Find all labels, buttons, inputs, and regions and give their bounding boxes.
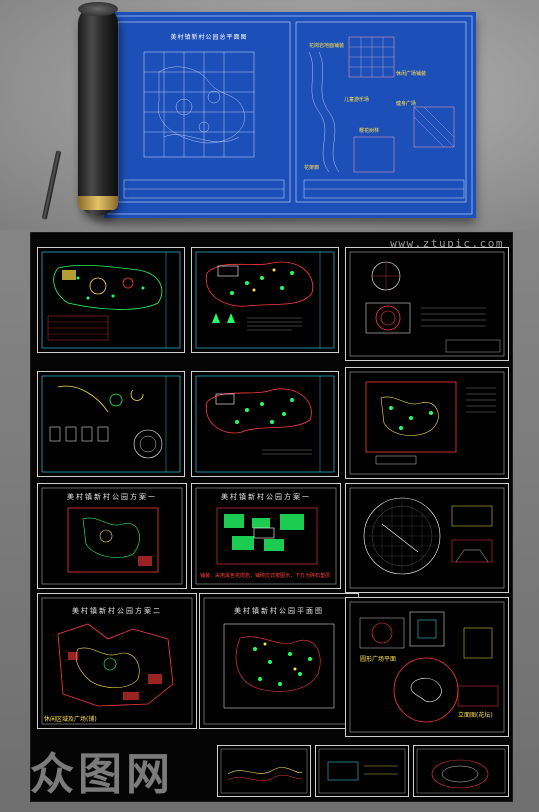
- blueprint-label-6: 花架廊: [304, 165, 320, 171]
- cad-drawing: [416, 748, 506, 794]
- blueprint-label-1: 花岗岩地面铺装: [309, 43, 345, 49]
- tile-title: 美村镇新村公园方案一: [221, 493, 311, 501]
- cad-drawing: [41, 375, 181, 473]
- tile-caption: 立面图(花坛): [458, 712, 493, 719]
- blueprint-label-5: 樱花树林: [359, 128, 380, 134]
- tile-caption: 圆形广场平面: [360, 656, 397, 663]
- cad-drawing: [318, 748, 406, 794]
- tile-caption: 铺装：采用黑色花岗岩，铺砌方式按图示，下方为碎石垫层: [200, 573, 331, 579]
- cad-drawing: [195, 487, 337, 585]
- cad-tile-11: 美村镇新村公园平面图: [199, 593, 359, 729]
- cad-tile-4: [37, 371, 185, 477]
- cad-strip-2: [315, 745, 409, 797]
- tile-title: 美村镇新村公园平面图: [234, 607, 324, 615]
- cad-tile-1: [37, 247, 185, 353]
- blueprint-label-3: 儿童游乐场: [344, 97, 370, 103]
- cad-drawing: [41, 487, 183, 585]
- cad-drawing: [195, 375, 335, 473]
- tile-title: 美村镇新村公园方案一: [67, 493, 157, 501]
- cad-strip-1: [217, 745, 311, 797]
- cad-tile-12: 圆形广场平面 立面图(花坛): [345, 597, 509, 737]
- tube-cap: [78, 2, 118, 16]
- cad-strip-3: [413, 745, 509, 797]
- tile-title: 美村镇新村公园方案二: [72, 607, 162, 615]
- cad-tile-10: 美村镇新村公园方案二 休闲区域及广场(铺): [37, 593, 197, 729]
- cad-tile-5: [191, 371, 339, 477]
- logo-text: 众图网: [30, 749, 174, 800]
- site-logo: 众图网: [30, 738, 180, 800]
- cad-tile-6: [345, 367, 509, 479]
- cad-tile-8: 美村镇新村公园方案一 铺装：采用黑色花岗岩，铺砌方式按图示，下方为碎石垫层: [191, 483, 341, 589]
- cad-tile-9: [345, 483, 509, 593]
- blueprint-title: 美村镇新村公园总平面图: [170, 34, 248, 41]
- cad-drawing: [349, 487, 505, 589]
- tile-caption: 休闲区域及广场(铺): [44, 716, 97, 723]
- cad-drawing: [349, 601, 505, 733]
- cad-tile-2: [191, 247, 339, 353]
- cad-preview-sheet: www.ztupic.com: [30, 232, 513, 802]
- blueprint-label-4: 健身广场: [396, 101, 417, 107]
- blueprint-label-2: 休闲广场铺装: [396, 71, 427, 77]
- cad-tile-3: [345, 247, 509, 361]
- blueprint-drawing: [107, 15, 473, 215]
- cad-drawing: [349, 251, 505, 357]
- watermark-url: www.ztupic.com: [390, 237, 504, 250]
- cad-drawing: [220, 748, 308, 794]
- cad-drawing: [41, 251, 181, 349]
- tube-band: [78, 196, 118, 210]
- blueprint-sheet: 美村镇新村公园总平面图 花岗岩地面铺装 休闲广场铺装 儿童游乐场 健身广场 樱花…: [104, 12, 476, 218]
- cad-drawing: [195, 251, 335, 349]
- cad-tile-7: 美村镇新村公园方案一: [37, 483, 187, 589]
- blueprint-roll-tube: [78, 4, 118, 216]
- cad-drawing: [41, 597, 193, 725]
- cad-drawing: [349, 371, 505, 475]
